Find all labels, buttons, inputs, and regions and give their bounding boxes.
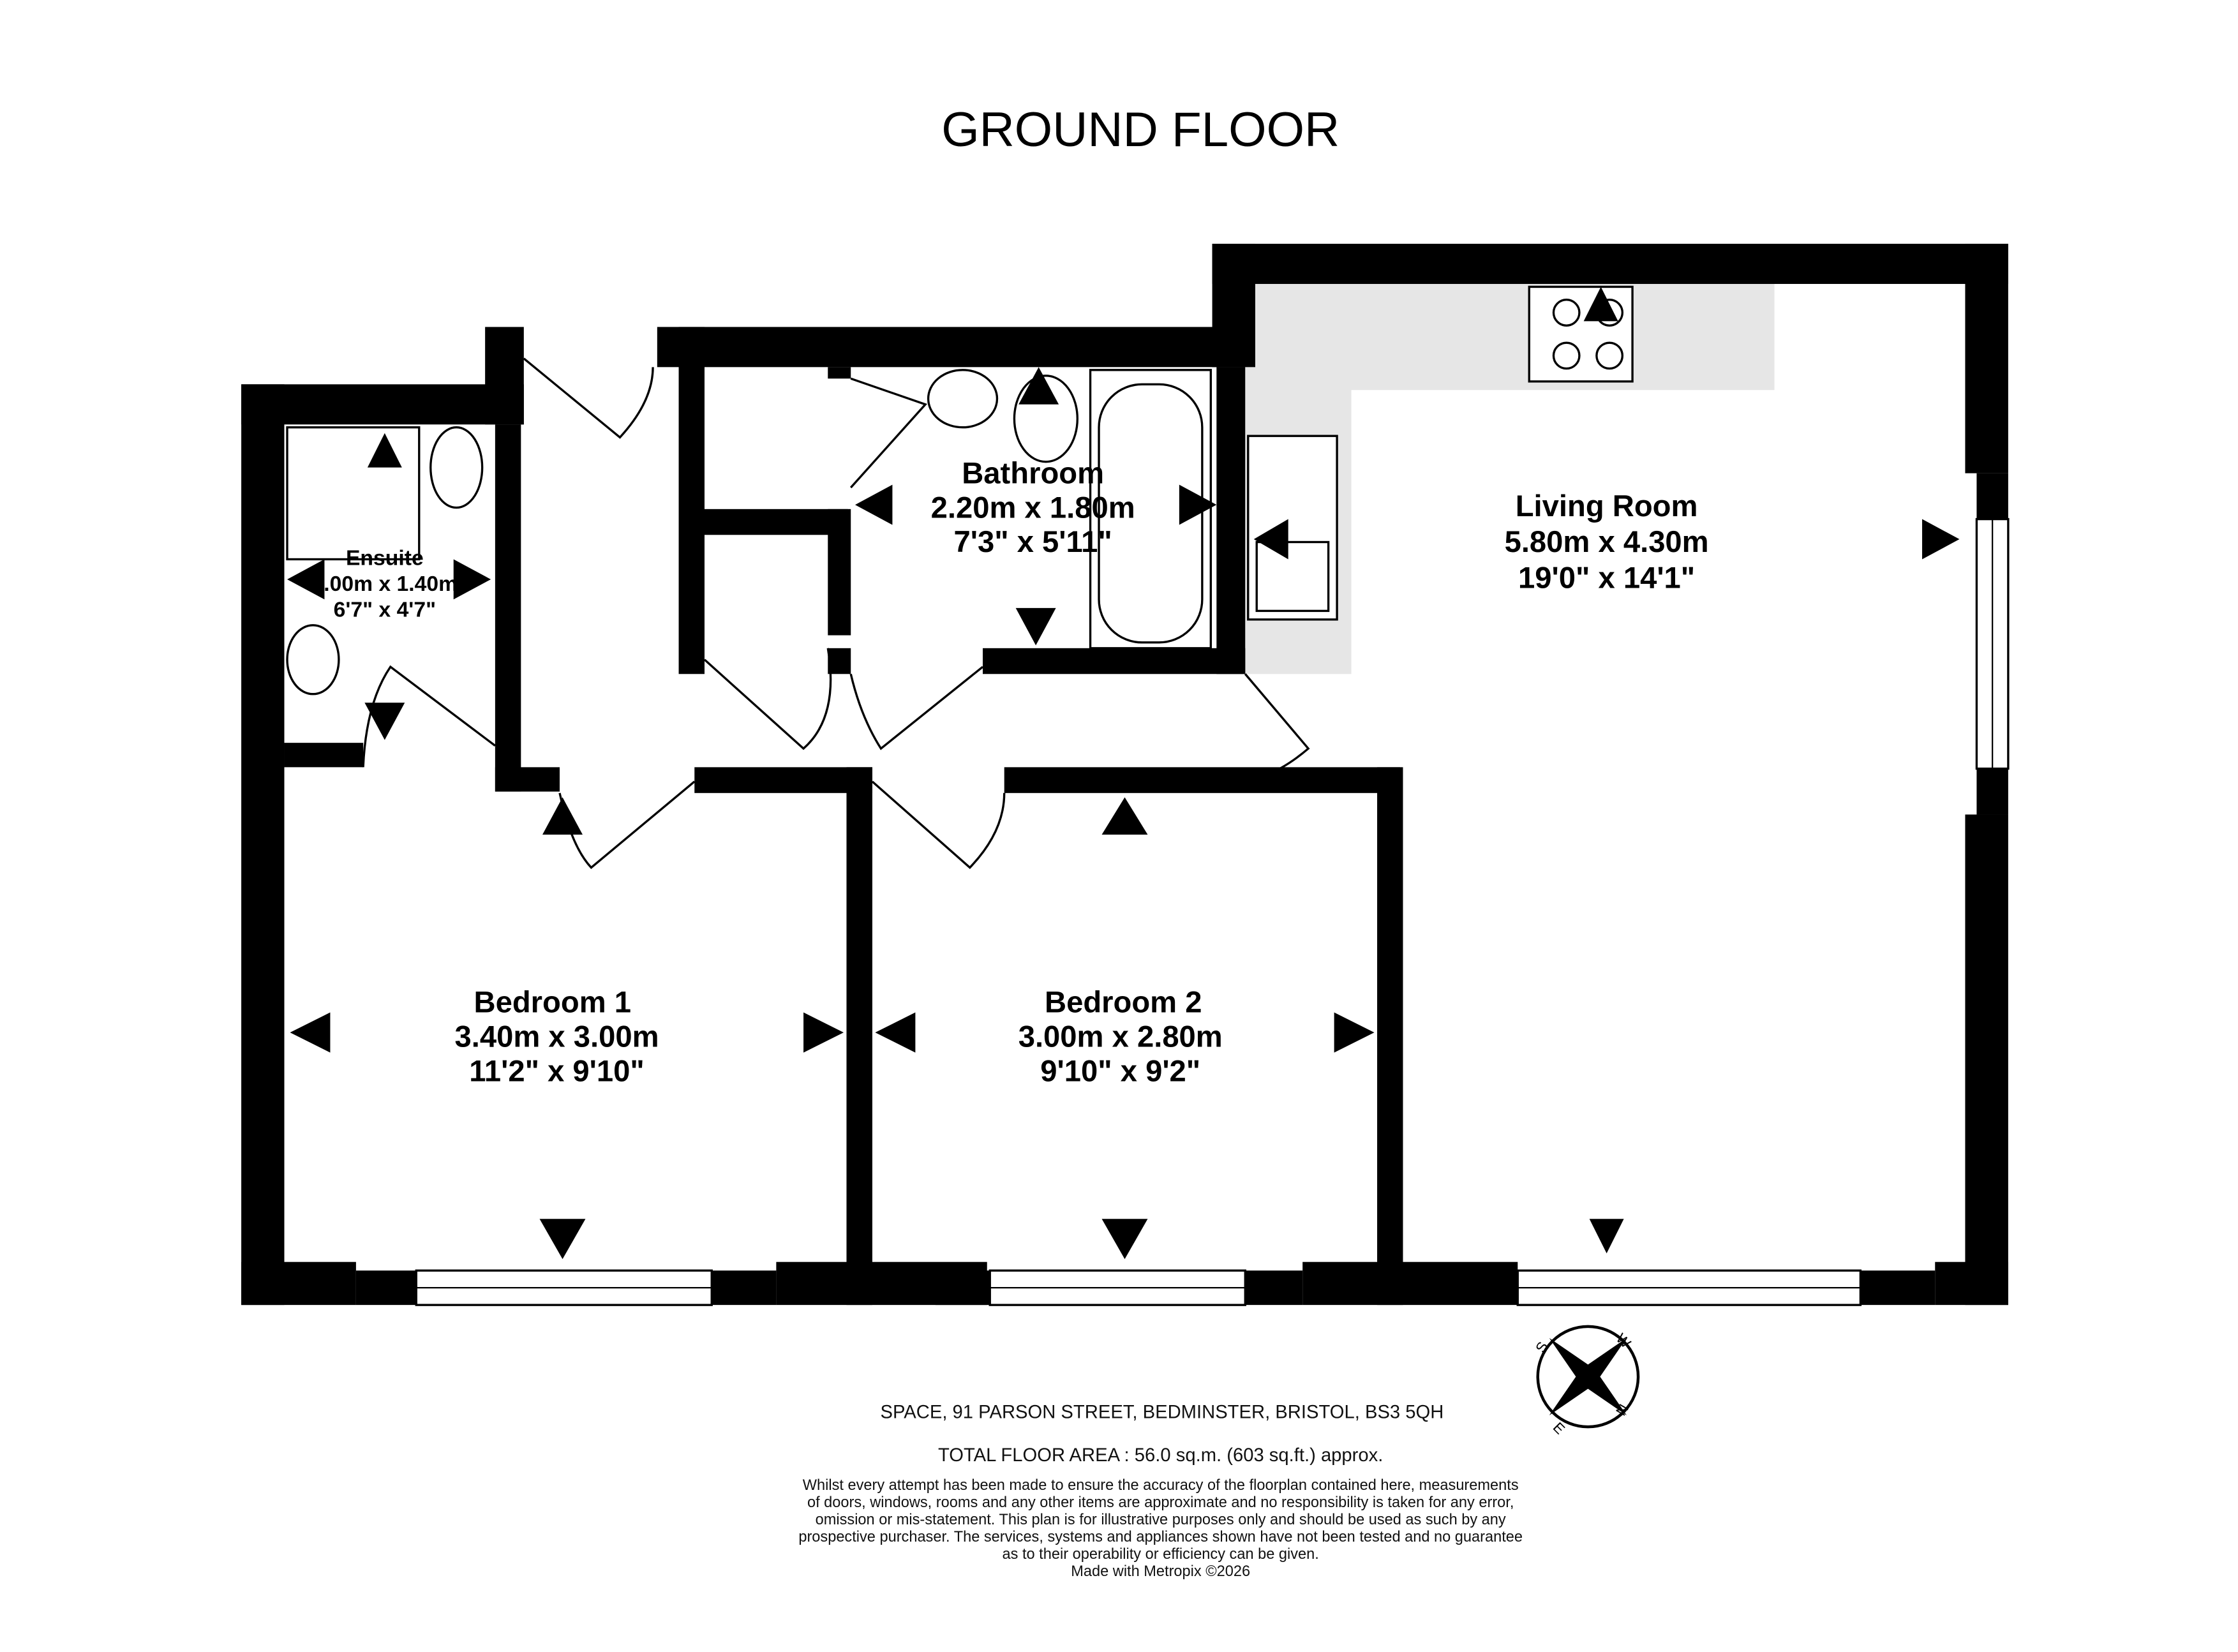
compass-star-icon (1549, 1337, 1627, 1416)
kitchen-area (1245, 283, 1775, 674)
room-imperial: 19'0" x 14'1" (1518, 561, 1695, 595)
room-ensuite: Ensuite 2.00m x 1.40m 6'7" x 4'7" (312, 546, 458, 621)
room-metric: 2.00m x 1.40m (312, 572, 458, 596)
disclaimer-line: Whilst every attempt has been made to en… (803, 1477, 1519, 1493)
room-imperial: 11'2" x 9'10" (469, 1055, 645, 1089)
fixtures (286, 285, 1634, 696)
total-area: TOTAL FLOOR AREA : 56.0 sq.m. (603 sq.ft… (938, 1445, 1383, 1466)
disclaimer-line: of doors, windows, rooms and any other i… (807, 1494, 1514, 1510)
shower-icon (286, 426, 421, 561)
room-imperial: 6'7" x 4'7" (334, 597, 436, 621)
room-imperial: 7'3" x 5'11" (954, 525, 1112, 559)
address: SPACE, 91 PARSON STREET, BEDMINSTER, BRI… (881, 1403, 1444, 1423)
room-metric: 2.20m x 1.80m (931, 491, 1135, 525)
svg-text:S: S (1532, 1339, 1551, 1355)
disclaimer-line: as to their operability or efficiency ca… (1003, 1545, 1319, 1562)
floor-title: GROUND FLOOR (941, 103, 1339, 157)
room-name: Bathroom (962, 456, 1104, 490)
room-bedroom-2: Bedroom 2 3.00m x 2.80m 9'10" x 9'2" (1018, 986, 1223, 1089)
room-bathroom: Bathroom 2.20m x 1.80m 7'3" x 5'11" (931, 456, 1135, 559)
credit: Made with Metropix ©2026 (1071, 1563, 1250, 1579)
room-bedroom-1: Bedroom 1 3.40m x 3.00m 11'2" x 9'10" (454, 986, 659, 1089)
disclaimer-line: omission or mis-statement. This plan is … (816, 1511, 1506, 1528)
room-metric: 3.40m x 3.00m (454, 1020, 659, 1054)
room-living: Living Room 5.80m x 4.30m 19'0" x 14'1" (1505, 489, 1709, 595)
room-metric: 5.80m x 4.30m (1505, 525, 1709, 559)
doors (362, 357, 1310, 870)
dimension-arrows (287, 286, 1960, 1260)
room-name: Ensuite (346, 546, 424, 570)
room-imperial: 9'10" x 9'2" (1040, 1055, 1200, 1089)
room-name: Living Room (1516, 489, 1698, 523)
room-name: Bedroom 2 (1045, 986, 1202, 1020)
windows (415, 1269, 1862, 1306)
room-metric: 3.00m x 2.80m (1018, 1020, 1223, 1054)
room-name: Bedroom 1 (474, 986, 631, 1020)
disclaimer-line: prospective purchaser. The services, sys… (798, 1528, 1523, 1545)
compass: S W N E (1532, 1325, 1640, 1438)
walls (241, 244, 2010, 1306)
basin-icon (927, 369, 999, 429)
